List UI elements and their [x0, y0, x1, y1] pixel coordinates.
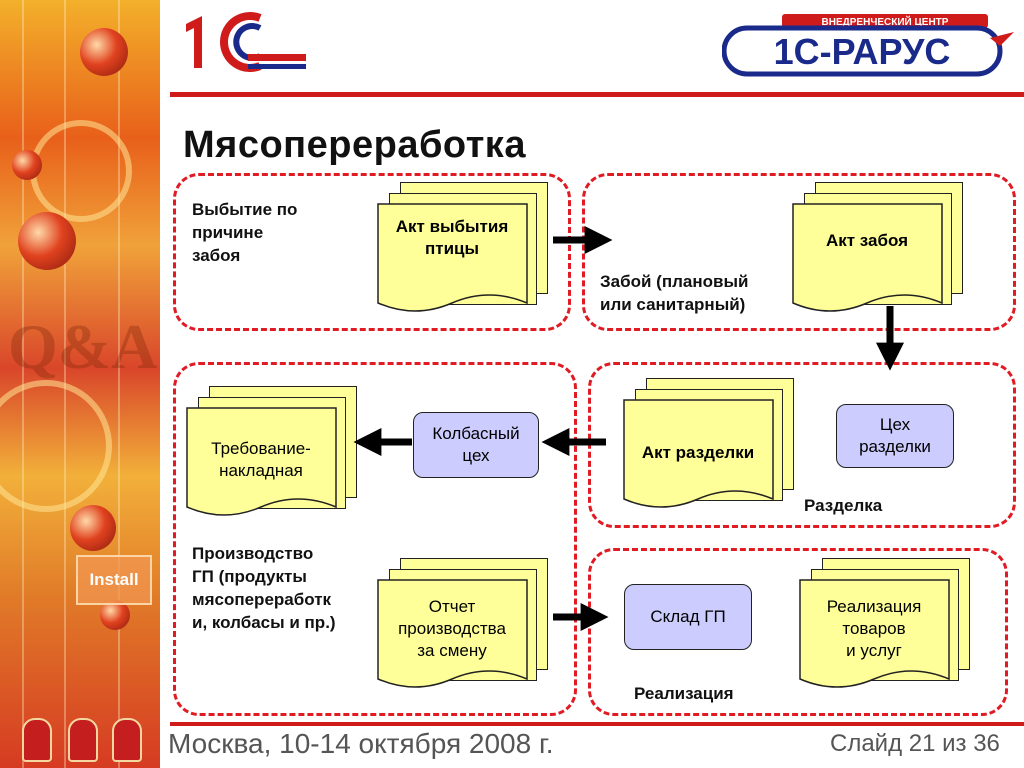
- label-line: цех: [462, 446, 490, 465]
- document-realizaciya-tovarov: Реализация товаров и услуг: [798, 558, 970, 692]
- label-line: Требование-: [211, 439, 311, 458]
- zone-razdelka-caption: Разделка: [804, 496, 883, 515]
- document-front-page: Отчет производства за смену: [376, 578, 528, 692]
- document-akt-vybytiya: Акт выбытия птицы: [376, 182, 548, 316]
- logo-rarus-text: 1С-РАРУС: [774, 31, 951, 72]
- decorative-side-strip: Q&A Install: [0, 0, 160, 768]
- footer-location-date: Москва, 10-14 октября 2008 г.: [168, 728, 554, 759]
- document-front-page: Акт разделки: [622, 398, 774, 512]
- caption-line: ГП (продукты: [192, 567, 307, 586]
- label-line: производства: [398, 619, 506, 638]
- zone-proizvodstvo-caption: Производство ГП (продукты мясопереработк…: [192, 542, 336, 634]
- process-kolbasny-ceh: Колбасный цех: [413, 412, 539, 478]
- document-akt-razdelki: Акт разделки: [622, 378, 794, 512]
- label-line: накладная: [219, 461, 303, 480]
- caption-line: Выбытие по: [192, 200, 298, 219]
- zone-realizaciya-caption: Реализация: [634, 684, 734, 703]
- document-front-page: Акт выбытия птицы: [376, 202, 528, 316]
- label-line: за смену: [417, 641, 487, 660]
- document-label: Акт разделки: [624, 442, 772, 464]
- header-rule: [170, 92, 1024, 97]
- decor-figure: [112, 718, 142, 762]
- decor-ball: [18, 212, 76, 270]
- zone-zaboi: [582, 173, 1016, 331]
- label-line: Реализация: [826, 597, 922, 616]
- label-line: и услуг: [846, 641, 902, 660]
- label-line: разделки: [859, 437, 931, 456]
- document-front-page: Акт забоя: [791, 202, 943, 316]
- label-line: Акт забоя: [825, 231, 909, 250]
- logo-rarus-banner: ВНЕДРЕНЧЕСКИЙ ЦЕНТР: [822, 15, 949, 28]
- caption-line: мясопереработк: [192, 590, 332, 609]
- page-title: Мясопереработка: [183, 124, 526, 166]
- decor-figure: [22, 718, 52, 762]
- zone-zaboi-caption: Забой (плановый или санитарный): [600, 270, 748, 316]
- caption-line: забоя: [192, 246, 241, 265]
- decor-ring: [0, 380, 112, 512]
- process-ceh-razdelki: Цех разделки: [836, 404, 954, 468]
- document-akt-zaboya: Акт забоя: [791, 182, 963, 316]
- zone-vybytie: [173, 173, 571, 331]
- zone-realizaciya: [588, 548, 1008, 716]
- label-line: Склад ГП: [650, 607, 726, 626]
- logo-1c-rarus: ВНЕДРЕНЧЕСКИЙ ЦЕНТР 1С-РАРУС: [721, 12, 1018, 78]
- decor-install-box: Install: [76, 555, 152, 605]
- document-label: Реализация товаров и услуг: [800, 596, 948, 662]
- caption-line: и, колбасы и пр.): [192, 613, 336, 632]
- document-trebovanie-nakladnaya: Требование- накладная: [185, 386, 357, 520]
- caption-line: или санитарный): [600, 295, 746, 314]
- footer-slide-counter: Слайд 21 из 36: [830, 730, 1000, 757]
- label-line: Отчет: [428, 597, 476, 616]
- decor-ball: [12, 150, 42, 180]
- logo-rarus-graphic: ВНЕДРЕНЧЕСКИЙ ЦЕНТР 1С-РАРУС: [721, 14, 1014, 77]
- label-line: товаров: [842, 619, 906, 638]
- zone-proizvodstvo: [173, 362, 577, 716]
- process-sklad-gp: Склад ГП: [624, 584, 752, 650]
- decor-glyph: Q&A: [8, 311, 158, 382]
- decor-ball: [100, 600, 130, 630]
- decor-line: [118, 0, 120, 768]
- label-line: Цех: [879, 415, 911, 434]
- label-line: Акт разделки: [641, 443, 755, 462]
- caption-line: Производство: [192, 544, 314, 563]
- document-label: Акт выбытия птицы: [378, 216, 526, 260]
- document-front-page: Реализация товаров и услуг: [798, 578, 950, 692]
- label-line: птицы: [424, 239, 479, 258]
- decor-ball: [80, 28, 128, 76]
- zone-vybytie-caption: Выбытие по причине забоя: [192, 198, 297, 267]
- document-label: Отчет производства за смену: [378, 596, 526, 662]
- document-otchet-proizvodstva: Отчет производства за смену: [376, 558, 548, 692]
- label-line: Акт выбытия: [395, 217, 509, 236]
- decor-figure: [68, 718, 98, 762]
- document-front-page: Требование- накладная: [185, 406, 337, 520]
- logo-1c-graphic: [186, 12, 306, 72]
- footer-rule: [170, 722, 1024, 726]
- document-label: Акт забоя: [793, 230, 941, 252]
- decor-ball: [70, 505, 116, 551]
- label-line: Колбасный: [432, 424, 520, 443]
- logo-1c: [180, 10, 310, 72]
- caption-line: причине: [192, 223, 264, 242]
- caption-line: Забой (плановый: [600, 272, 749, 291]
- document-label: Требование- накладная: [187, 438, 335, 482]
